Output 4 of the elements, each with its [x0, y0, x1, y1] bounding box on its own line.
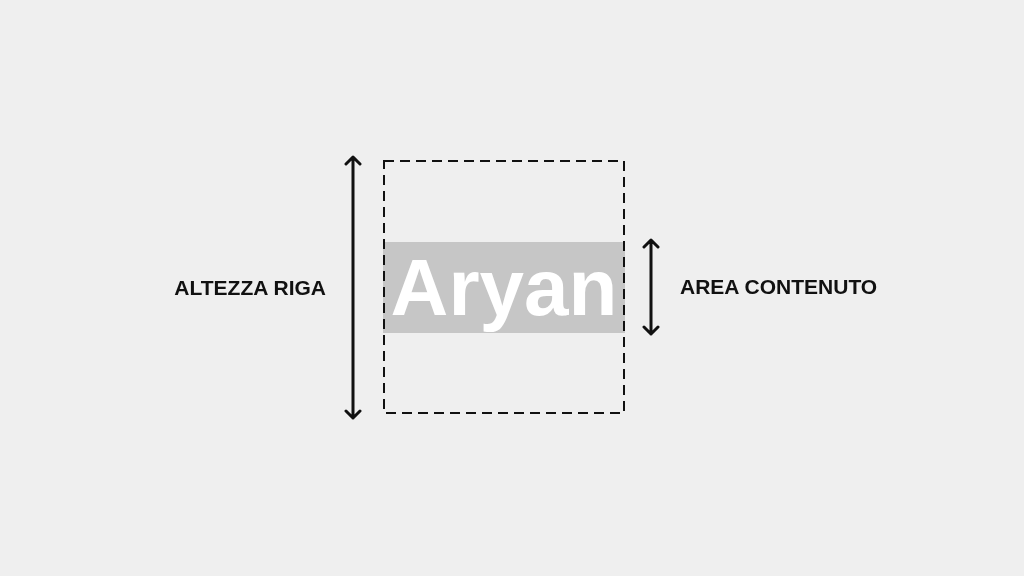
dimension-label: ALTEZZA RIGA — [174, 275, 326, 300]
dimension-label: AREA CONTENUTO — [680, 275, 878, 299]
highlight-band — [383, 242, 625, 333]
dashed-frame — [383, 160, 625, 414]
